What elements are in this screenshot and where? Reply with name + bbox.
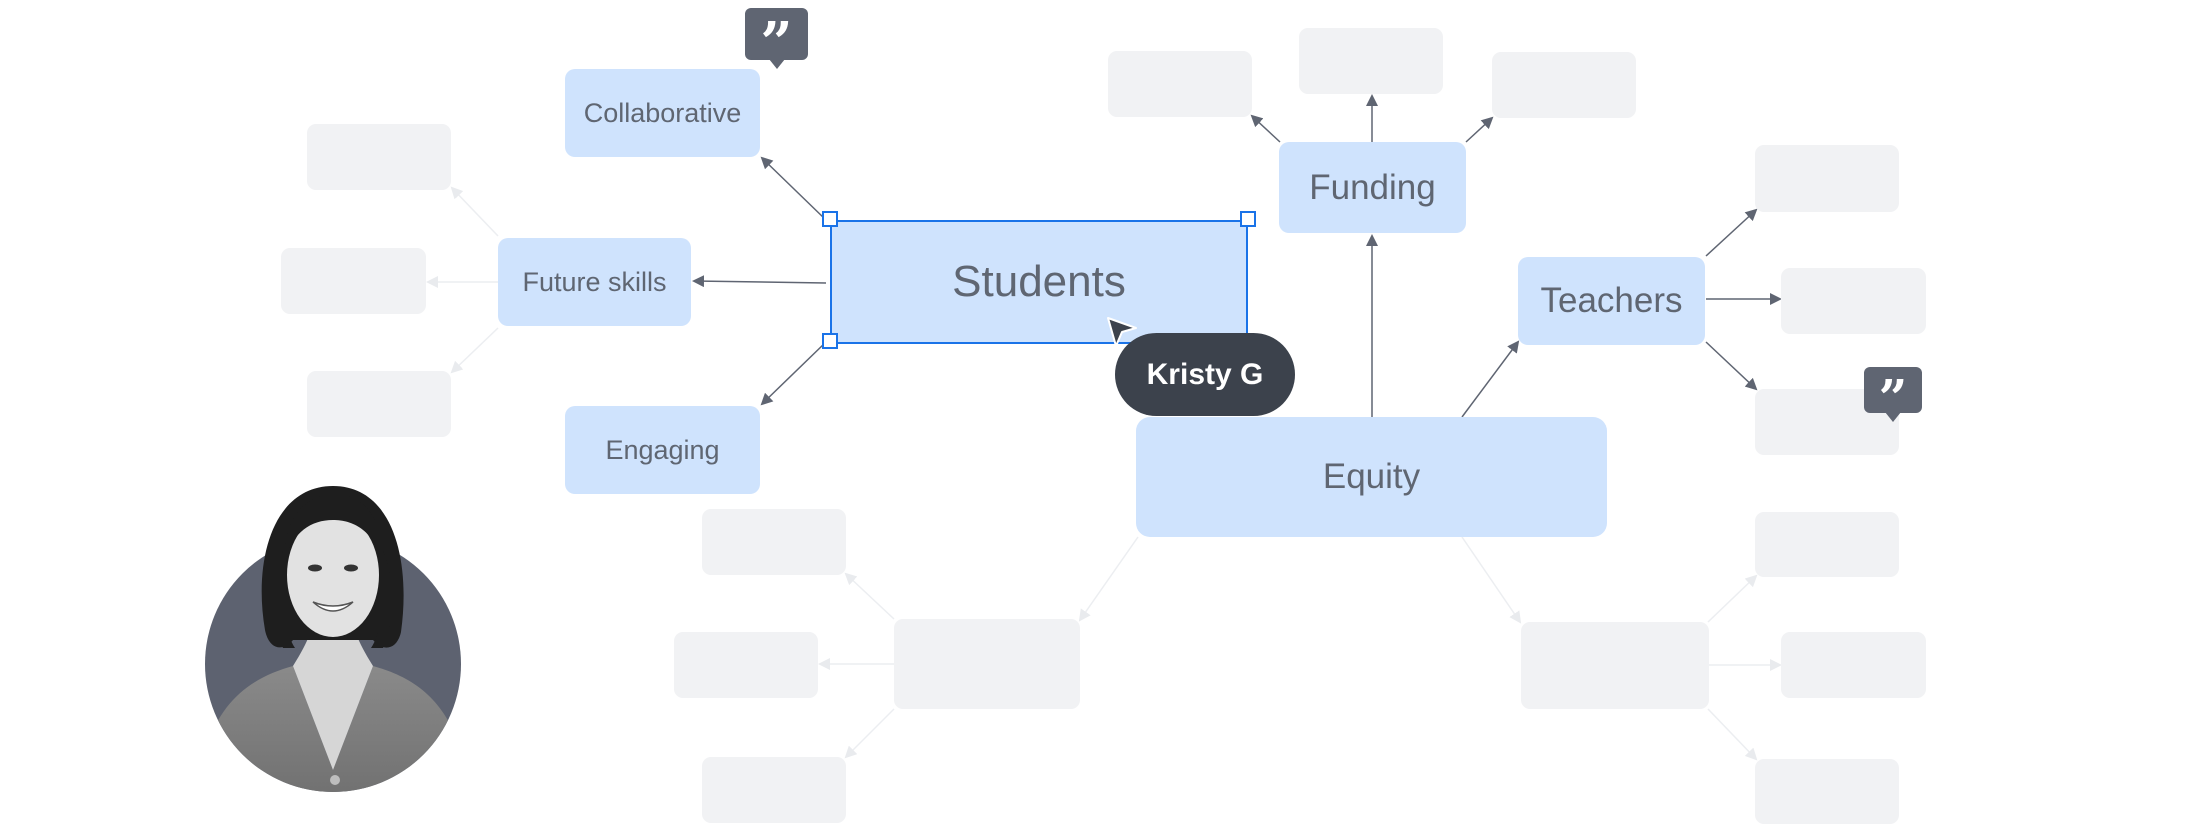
collaborator-name: Kristy G [1146,357,1264,391]
blank-node[interactable] [1781,268,1926,334]
connector-equity-teachers[interactable] [1461,340,1520,418]
resize-handle-top-left[interactable] [822,211,838,227]
blank-node[interactable] [1108,51,1252,117]
blank-node[interactable] [307,124,451,190]
blank-node[interactable] [1755,512,1899,577]
blank-node[interactable] [1492,52,1636,118]
collaborator-name-label: Kristy G [1115,333,1295,416]
node-label: Equity [1322,457,1421,496]
quote-glyph: ” [1878,368,1908,427]
node-engaging[interactable]: Engaging [565,406,760,494]
node-label: Funding [1309,167,1436,207]
blank-node[interactable] [674,632,818,698]
connector-faded [450,327,499,374]
connector-teachers-blank[interactable] [1705,208,1758,257]
blank-subtopic-node[interactable] [894,619,1080,709]
blank-node[interactable] [307,371,451,437]
node-future-skills[interactable]: Future skills [498,238,691,326]
connector-faded [844,572,895,620]
connector-students-engaging[interactable] [760,341,827,406]
node-students[interactable]: Students [830,220,1248,344]
connector-faded [844,708,895,759]
resize-handle-top-right[interactable] [1240,211,1256,227]
node-collaborative[interactable]: Collaborative [565,69,760,157]
connector-faded [1461,536,1522,624]
connector-faded [1707,708,1758,761]
connector-funding-blank[interactable] [1465,116,1494,143]
node-funding[interactable]: Funding [1279,142,1466,233]
blank-node[interactable] [702,757,846,823]
pointer-cursor-icon [1107,317,1137,347]
comment-icon[interactable]: ” [745,8,808,71]
node-label: Engaging [605,434,720,465]
node-equity[interactable]: Equity [1136,417,1607,537]
connector-students-future-skills[interactable] [692,275,827,288]
blank-node[interactable] [1755,145,1899,212]
blank-node[interactable] [1781,632,1926,698]
connector-funding-blank[interactable] [1250,114,1281,143]
node-label: Students [952,257,1126,306]
node-label: Collaborative [583,97,742,128]
connector-faded [450,186,499,237]
connector-teachers-blank[interactable] [1705,341,1758,391]
blank-subtopic-node[interactable] [1521,622,1709,709]
quote-glyph: ” [760,10,793,76]
connector-faded [1078,536,1139,622]
blank-node[interactable] [702,509,846,575]
blank-node[interactable] [1299,28,1443,94]
connector-faded [1707,574,1758,623]
user-photo-avatar [205,486,461,792]
connector-students-collaborative[interactable] [760,156,827,221]
node-label: Future skills [522,266,667,297]
blank-node[interactable] [1755,759,1899,824]
resize-handle-bottom-left[interactable] [822,333,838,349]
blank-node[interactable] [281,248,426,314]
node-teachers[interactable]: Teachers [1518,257,1705,345]
comment-icon[interactable]: ” [1864,367,1922,423]
node-label: Teachers [1540,281,1683,320]
